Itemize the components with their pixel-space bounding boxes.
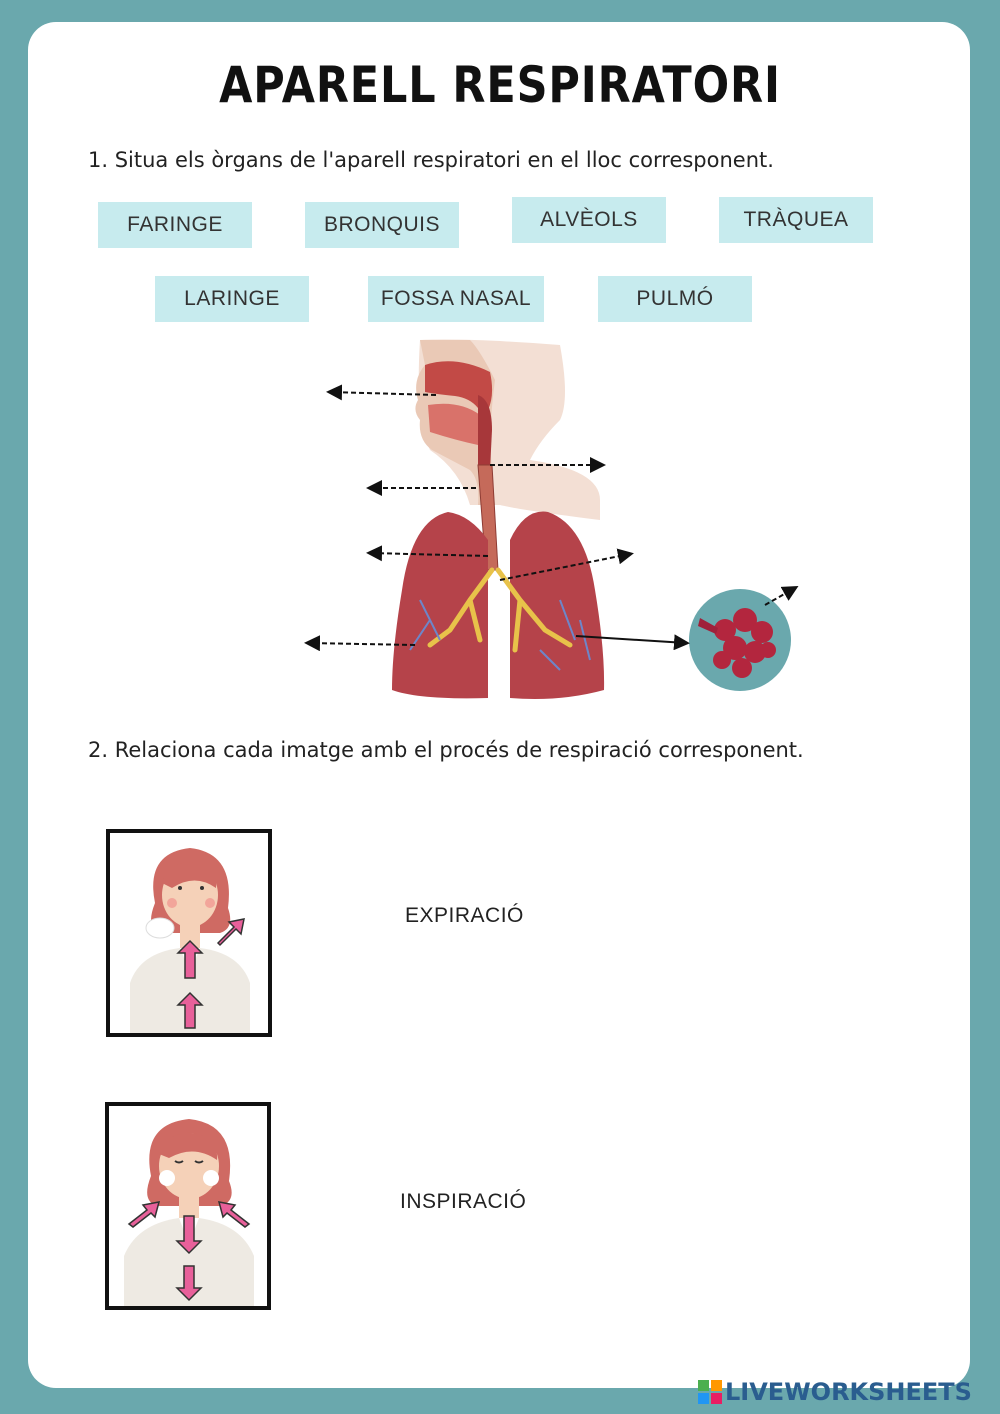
left-lung [392, 512, 488, 699]
label-chip-pulmo[interactable]: PULMÓ [598, 276, 752, 322]
pharynx [478, 395, 492, 470]
inspiration-illustration [124, 1119, 254, 1306]
label-chip-alveols[interactable]: ALVÈOLS [512, 197, 666, 243]
process-label-expiracio[interactable]: EXPIRACIÓ [405, 904, 524, 927]
expiration-image-frame[interactable] [106, 829, 272, 1037]
alveoli-cluster [698, 608, 776, 678]
page-title: APARELL RESPIRATORI [219, 56, 781, 114]
label-chip-fossa-nasal[interactable]: FOSSA NASAL [368, 276, 544, 322]
expiration-illustration [130, 848, 250, 1033]
process-label-inspiracio[interactable]: INSPIRACIÓ [400, 1190, 527, 1213]
logo-text: LIVEWORKSHEETS [725, 1378, 972, 1406]
nasal-cavity [425, 361, 493, 410]
label-chip-traquea[interactable]: TRÀQUEA [719, 197, 873, 243]
question-1: 1. Situa els òrgans de l'aparell respira… [88, 148, 774, 172]
label-chip-bronquis[interactable]: BRONQUIS [305, 202, 459, 248]
pointer-arrows [304, 384, 799, 652]
respiratory-system-diagram [304, 339, 799, 699]
blood-vessels [409, 599, 591, 671]
oral-cavity [428, 403, 480, 445]
liveworksheets-grid-icon [698, 1380, 722, 1404]
inspiration-image-frame[interactable] [105, 1102, 271, 1310]
label-chip-faringe[interactable]: FARINGE [98, 202, 252, 248]
liveworksheets-logo: LIVEWORKSHEETS [698, 1378, 972, 1406]
right-lung [510, 511, 605, 699]
question-2: 2. Relaciona cada imatge amb el procés d… [88, 738, 804, 762]
bronchi [427, 567, 573, 653]
label-chip-laringe[interactable]: LARINGE [155, 276, 309, 322]
